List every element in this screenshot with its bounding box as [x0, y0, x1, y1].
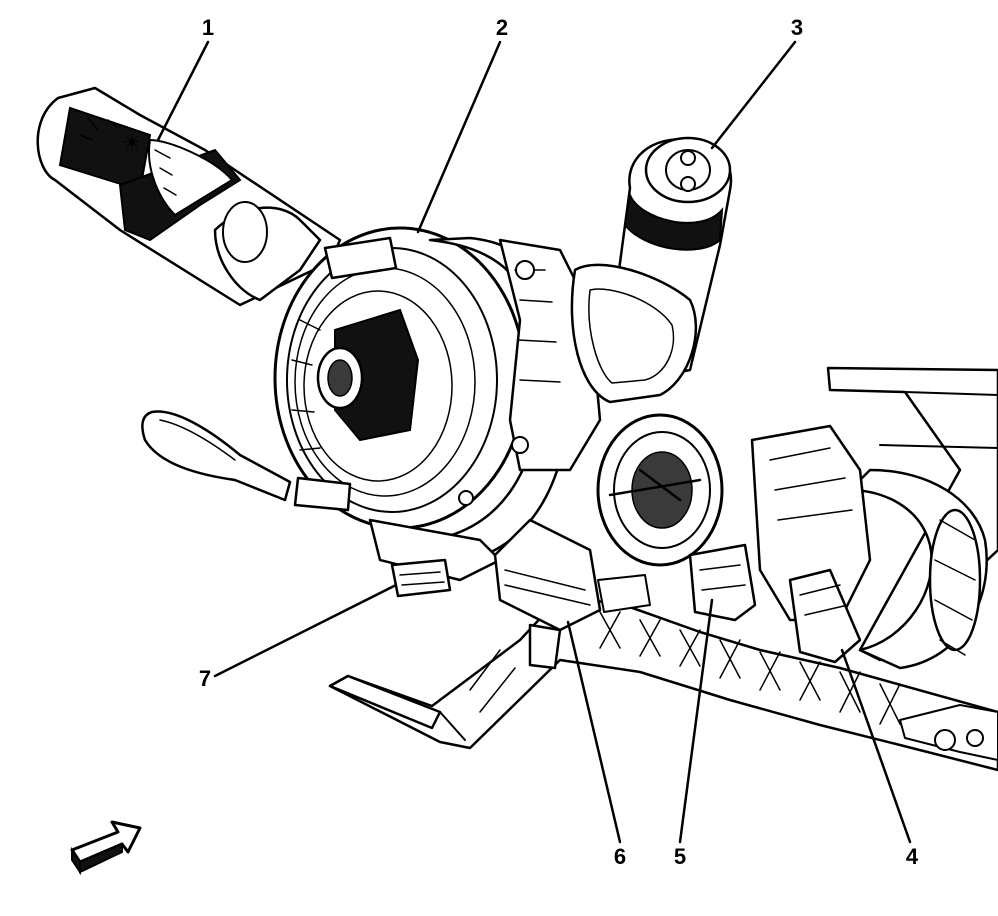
callout-7: 7 [199, 666, 211, 691]
lower-control-module [493, 518, 651, 670]
steering-column-housing [826, 366, 998, 761]
center-connector [688, 543, 757, 622]
callout-1: 1 [202, 15, 214, 40]
callout-6: 6 [614, 844, 626, 869]
leader-lines [156, 40, 912, 844]
svg-text:☀: ☀ [122, 130, 142, 155]
leader-line-3 [710, 40, 797, 150]
leader-line-7 [213, 583, 398, 678]
front-direction-arrow-icon [70, 820, 142, 876]
callout-3: 3 [791, 15, 803, 40]
callout-labels: 1 2 3 4 5 6 7 [199, 15, 919, 869]
callout-4: 4 [906, 844, 919, 869]
leader-line-6 [566, 620, 622, 844]
ignition-lock-housing [596, 413, 724, 567]
callout-5: 5 [674, 844, 686, 869]
clockspring-coil [273, 226, 572, 562]
wiper-lever-paddle [141, 410, 292, 502]
turn-signal-multifunction-switch: ☀ [36, 86, 342, 307]
callout-2: 2 [496, 15, 508, 40]
right-side-switch-module [750, 424, 872, 664]
steering-column-frame [328, 598, 998, 772]
leader-line-2 [416, 40, 502, 234]
clockspring-connector [390, 558, 452, 598]
leader-line-5 [678, 598, 714, 844]
leader-line-1 [156, 40, 210, 142]
leader-line-4 [840, 648, 912, 844]
right-stalk-lever [570, 136, 733, 404]
